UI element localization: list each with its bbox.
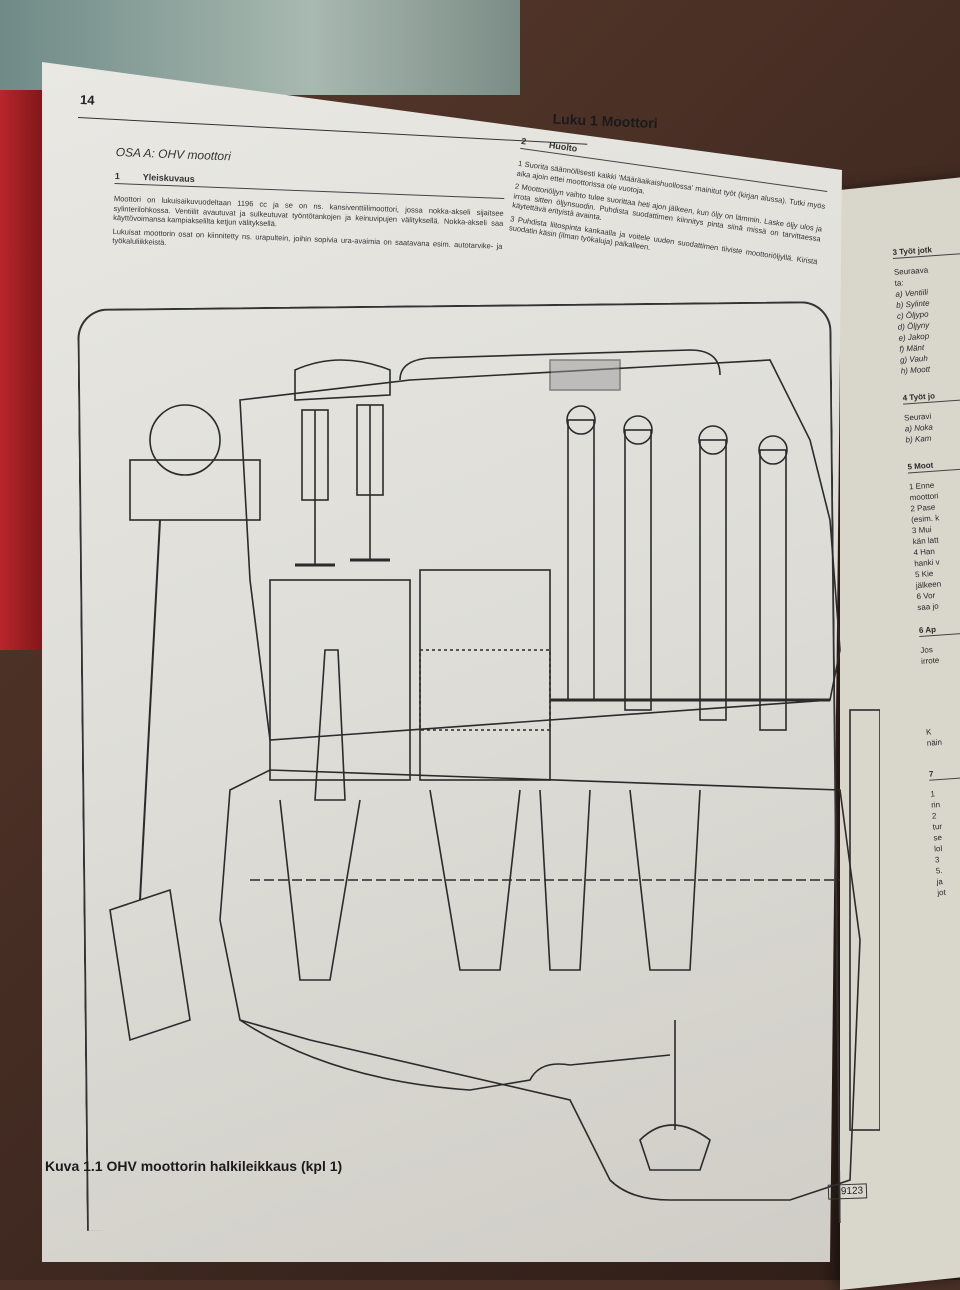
section-title: Yleiskuvaus — [142, 172, 195, 185]
manual-page — [42, 62, 842, 1262]
cylinder-left — [269, 579, 411, 781]
left-text-column: OSA A: OHV moottori 1 Yleiskuvaus Mootto… — [112, 145, 506, 264]
crankcase-outline — [219, 769, 861, 1201]
timing-chain — [139, 519, 161, 901]
pushrod-tube — [759, 449, 787, 731]
rocker-tip — [758, 435, 788, 465]
timing-housing — [129, 459, 261, 521]
rocker-tip — [623, 415, 653, 445]
crank-web — [279, 799, 361, 981]
flywheel — [849, 709, 880, 1131]
pushrod-tube — [567, 419, 595, 701]
connecting-rod — [314, 649, 346, 801]
oil-pan — [239, 1019, 671, 1091]
fan-pulley — [149, 404, 221, 476]
rocker-tip — [698, 425, 728, 455]
cylinder-head-outline — [239, 359, 841, 741]
valve-heads — [295, 558, 390, 567]
facing-section-header: 3 Työt jotk — [892, 242, 960, 259]
crank-pulley — [109, 888, 191, 1042]
red-binder-edge — [0, 90, 48, 650]
cylinder-center — [419, 569, 551, 781]
engine-cross-section-drawing — [109, 349, 880, 1201]
figure-caption: Kuva 1.1 OHV moottorin halkileikkaus (kp… — [45, 1158, 343, 1174]
crank-web — [629, 789, 701, 971]
facing-section-header: 7 — [928, 763, 960, 781]
hatched-cover-area — [549, 359, 621, 391]
facing-section-header: 5 Moot — [907, 456, 960, 474]
pushrod-tube — [699, 439, 727, 721]
facing-section-header: 6 Ap — [918, 620, 960, 638]
pushrod-group — [566, 405, 788, 731]
page-number: 14 — [79, 92, 95, 108]
valve-spring — [301, 409, 329, 501]
valve-spring — [356, 404, 384, 496]
oil-strainer — [639, 1124, 711, 1171]
piston — [419, 649, 551, 731]
facing-section-header: 4 Työt jo — [902, 387, 960, 405]
section-heading: 1 Yleiskuvaus — [114, 170, 505, 199]
rocker-cover — [399, 349, 721, 381]
rocker-tip — [566, 405, 596, 435]
pushrod-tube — [624, 429, 652, 711]
running-title: Luku 1 Moottori — [552, 110, 658, 132]
section-number: 1 — [114, 170, 121, 182]
filler-cap — [294, 359, 391, 401]
figure-code: A 9123 — [827, 1183, 868, 1200]
